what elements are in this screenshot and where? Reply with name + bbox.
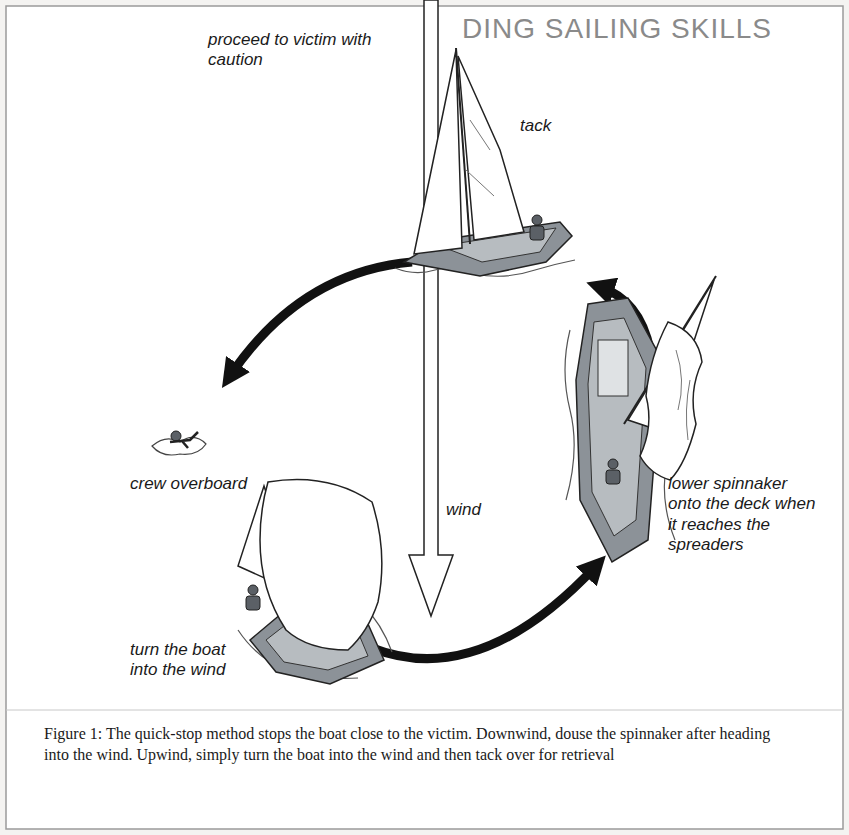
helmsman — [246, 596, 260, 610]
wind-label: wind — [446, 500, 481, 520]
victim-body — [170, 432, 198, 448]
victim-head — [171, 431, 181, 441]
spinnaker-boat — [238, 480, 392, 685]
cabin — [598, 340, 628, 396]
crew — [606, 470, 620, 484]
mainsail — [458, 56, 524, 240]
helmsman-head — [532, 215, 542, 225]
step-label: turn the boat into the wind — [130, 640, 250, 681]
victim-label: crew overboard — [130, 474, 247, 494]
spinnaker — [640, 322, 702, 480]
jib — [414, 50, 462, 254]
step-label: proceed to victim with caution — [208, 30, 378, 71]
caption-rule — [6, 710, 843, 711]
course-arrow — [372, 566, 596, 659]
step-label: tack — [520, 116, 551, 136]
crew-overboard-figure — [152, 431, 206, 455]
spinnaker — [260, 480, 382, 651]
crew-head — [608, 459, 618, 469]
deck — [588, 318, 646, 536]
step-label: lower spinnaker onto the deck when it re… — [668, 474, 818, 556]
sail-crease — [466, 120, 494, 196]
running-header: DING SAILING SKILLS — [462, 12, 772, 46]
wind-arrow — [409, 0, 453, 616]
course-arrow — [230, 262, 412, 376]
helmsman — [530, 226, 544, 240]
sail-crease — [676, 350, 690, 440]
tacking-boat — [395, 48, 575, 276]
figure-caption: Figure 1: The quick-stop method stops th… — [44, 724, 784, 766]
helmsman-head — [248, 585, 258, 595]
